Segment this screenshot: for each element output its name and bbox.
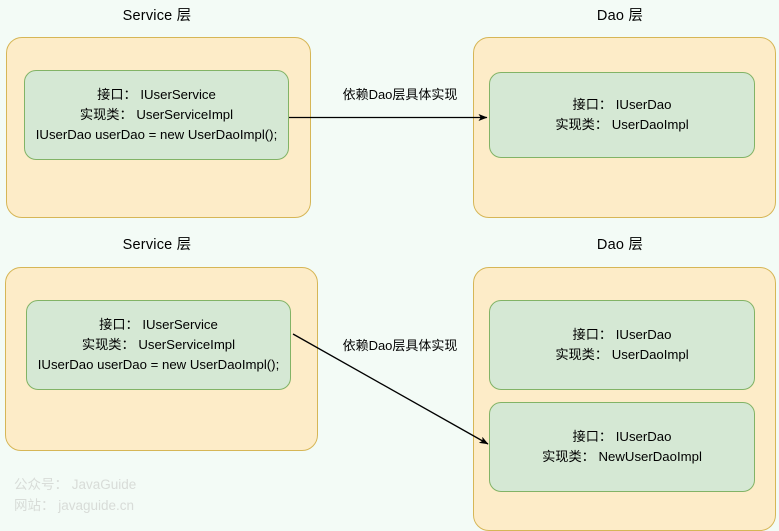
dao-interface-line-bottom-1: 接口： IUserDao — [572, 327, 672, 342]
dao-impl-line-top: 实现类： UserDaoImpl — [555, 117, 689, 132]
dao-interface-line-top: 接口： IUserDao — [572, 97, 672, 112]
section-bottom-left-title: Service 层 — [122, 237, 192, 253]
dependency-edge-label-bottom: 依赖Dao层具体实现 — [342, 338, 458, 353]
dao-interface-line-bottom-2: 接口： IUserDao — [572, 429, 672, 444]
dao-class-box-bottom-1: 接口： IUserDao 实现类： UserDaoImpl — [489, 300, 755, 390]
watermark: 公众号： JavaGuide 网站： javaguide.cn — [14, 474, 136, 516]
service-code-line-top: IUserDao userDao = new UserDaoImpl(); — [35, 127, 278, 142]
service-class-box-bottom: 接口： IUserService 实现类： UserServiceImpl IU… — [26, 300, 291, 390]
service-interface-line-bottom: 接口： IUserService — [99, 317, 218, 332]
dao-impl-line-bottom-2: 实现类： NewUserDaoImpl — [542, 449, 702, 464]
service-class-box-top: 接口： IUserService 实现类： UserServiceImpl IU… — [24, 70, 289, 160]
section-bottom-right-title: Dao 层 — [596, 237, 644, 253]
watermark-line-1: 公众号： JavaGuide — [14, 477, 137, 492]
section-top-right-title: Dao 层 — [596, 8, 644, 24]
section-top-left-title: Service 层 — [122, 8, 192, 24]
dao-class-box-bottom-2: 接口： IUserDao 实现类： NewUserDaoImpl — [489, 402, 755, 492]
dao-class-box-top: 接口： IUserDao 实现类： UserDaoImpl — [489, 72, 755, 158]
service-impl-line-bottom: 实现类： UserServiceImpl — [81, 337, 236, 352]
service-interface-line-top: 接口： IUserService — [97, 87, 216, 102]
service-impl-line-top: 实现类： UserServiceImpl — [79, 107, 234, 122]
dao-impl-line-bottom-1: 实现类： UserDaoImpl — [555, 347, 689, 362]
dependency-edge-label-top: 依赖Dao层具体实现 — [342, 87, 458, 102]
service-code-line-bottom: IUserDao userDao = new UserDaoImpl(); — [37, 357, 280, 372]
watermark-line-2: 网站： javaguide.cn — [14, 498, 135, 513]
